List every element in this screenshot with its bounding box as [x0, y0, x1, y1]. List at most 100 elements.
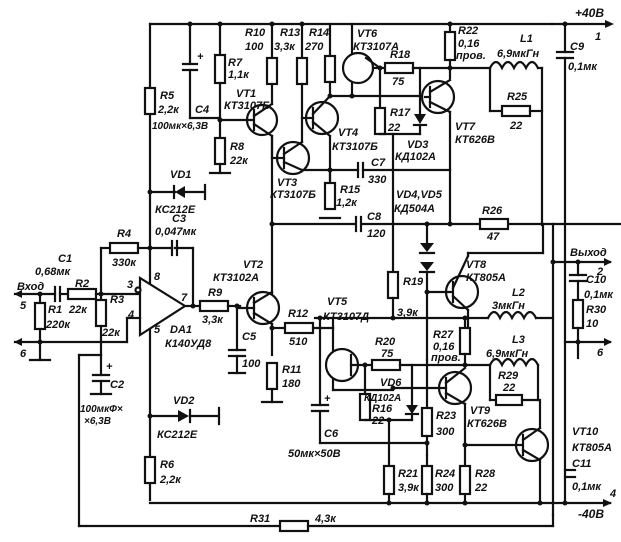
vt5-ref: VT5	[327, 296, 348, 308]
r26-ref: R26	[482, 205, 503, 217]
r16-value: 22	[371, 415, 384, 427]
capacitor-c6	[310, 316, 330, 445]
r12-ref: R12	[288, 308, 308, 320]
r23-ref: R23	[436, 410, 456, 422]
da1-pin-3: 3	[127, 279, 133, 291]
output-arrow	[604, 258, 612, 266]
resistor-r15	[318, 168, 342, 220]
r3-value: 22к	[101, 327, 121, 339]
l2-value: 3мкГн	[492, 300, 525, 312]
capacitor-c8	[354, 215, 363, 233]
input-ground-wire	[13, 316, 142, 346]
r4-value: 330к	[112, 257, 137, 269]
diodes-vd4-vd5	[418, 222, 436, 362]
c2-ref: C2	[110, 379, 124, 391]
c9-value: 0,1мк	[568, 61, 598, 73]
r10-value: 100	[245, 41, 264, 53]
junction-dots	[37, 21, 581, 506]
transistor-vt7	[420, 78, 456, 227]
da1-pin-5: 5	[154, 324, 161, 336]
negative-supply-label: -40В	[578, 507, 604, 521]
capacitor-c9	[555, 22, 575, 505]
r24-value: 300	[435, 482, 454, 494]
vt10-ref: VT10	[572, 426, 599, 438]
vt6-value: КТ3107А	[353, 41, 399, 53]
da1-pin-4: 4	[127, 309, 134, 321]
r9-ref: R9	[208, 287, 223, 299]
capacitor-c11	[563, 468, 577, 479]
positive-rail	[148, 20, 614, 28]
resistor-r13	[295, 22, 309, 144]
resistor-r9	[191, 299, 242, 313]
resistor-r28	[458, 464, 472, 496]
vt9-value: КТ626В	[467, 418, 507, 430]
c3-ref: C3	[172, 213, 186, 225]
r5-ref: R5	[160, 90, 175, 102]
da1-ref: DA1	[170, 324, 192, 336]
c3-value: 0,047мк	[155, 226, 198, 238]
zener-vd1	[148, 183, 207, 201]
r9-value: 3,3к	[202, 314, 224, 326]
r21-ref: R21	[398, 468, 418, 480]
vt4-value: КТ3107Б	[332, 141, 378, 153]
capacitor-c3	[148, 239, 179, 257]
r11-ref: R11	[282, 364, 301, 376]
c4-plus: +	[197, 51, 204, 63]
resistor-r26	[478, 217, 510, 231]
positive-supply-label: +40В	[575, 6, 604, 20]
r3-ref: R3	[110, 294, 124, 306]
vt5-value: КТ3107Д	[323, 311, 369, 323]
capacitor-c1	[53, 285, 70, 303]
c6-ref: C6	[324, 428, 339, 440]
r15-ref: R15	[340, 184, 361, 196]
negative-supply-pin: 4	[609, 488, 616, 500]
r15-value: 1,2к	[336, 197, 358, 209]
capacitor-c10	[568, 260, 588, 302]
c8-value: 120	[367, 228, 386, 240]
opamp-da1	[134, 246, 195, 338]
vd3-value: КД102А	[395, 151, 436, 163]
r8-ref: R8	[230, 141, 245, 153]
positive-supply-pin: 1	[595, 31, 601, 43]
output-label: Выход	[570, 247, 607, 259]
r20-value: 75	[381, 348, 394, 360]
resistor-r1	[28, 292, 52, 362]
vt7-ref: VT7	[455, 121, 476, 133]
output-ground-pin: 6	[597, 347, 604, 359]
c4-ref: C4	[195, 104, 209, 116]
c5-value: 100	[242, 358, 261, 370]
r14-ref: R14	[309, 27, 329, 39]
zener-vd2	[148, 406, 221, 426]
capacitor-c4	[181, 22, 222, 120]
r22-note: пров.	[456, 50, 486, 62]
vt2-ref: VT2	[243, 259, 263, 271]
vt1-ref: VT1	[236, 88, 256, 100]
r19-ref: R19	[403, 276, 424, 288]
resistor-r5	[143, 86, 157, 116]
r1-value: 220к	[45, 319, 71, 331]
r31-value: 4,3к	[314, 513, 337, 525]
inductor-l2	[466, 310, 555, 321]
resistor-r23	[420, 358, 434, 457]
r28-ref: R28	[475, 468, 496, 480]
negative-rail	[148, 499, 612, 507]
r6-value: 2,2к	[159, 474, 182, 486]
vt7-value: КТ626В	[455, 134, 495, 146]
vt4-ref: VT4	[338, 127, 358, 139]
resistor-r31	[77, 513, 555, 533]
da1-value: К140УД8	[165, 338, 212, 350]
resistor-r7	[213, 22, 227, 142]
r20-ref: R20	[375, 336, 396, 348]
r8-value: 22к	[229, 155, 249, 167]
vt10-value: КТ805А	[572, 442, 612, 454]
diode-vd3	[412, 66, 428, 136]
r30-ref: R30	[586, 304, 607, 316]
inductor-l1	[448, 60, 544, 227]
r21-value: 3,9к	[398, 482, 420, 494]
vt1-value: КТ3107Б	[224, 100, 270, 112]
r13-ref: R13	[280, 27, 300, 39]
resistor-r18	[378, 61, 452, 75]
r5-value: 2,2к	[157, 104, 180, 116]
resistor-r10	[265, 22, 279, 106]
